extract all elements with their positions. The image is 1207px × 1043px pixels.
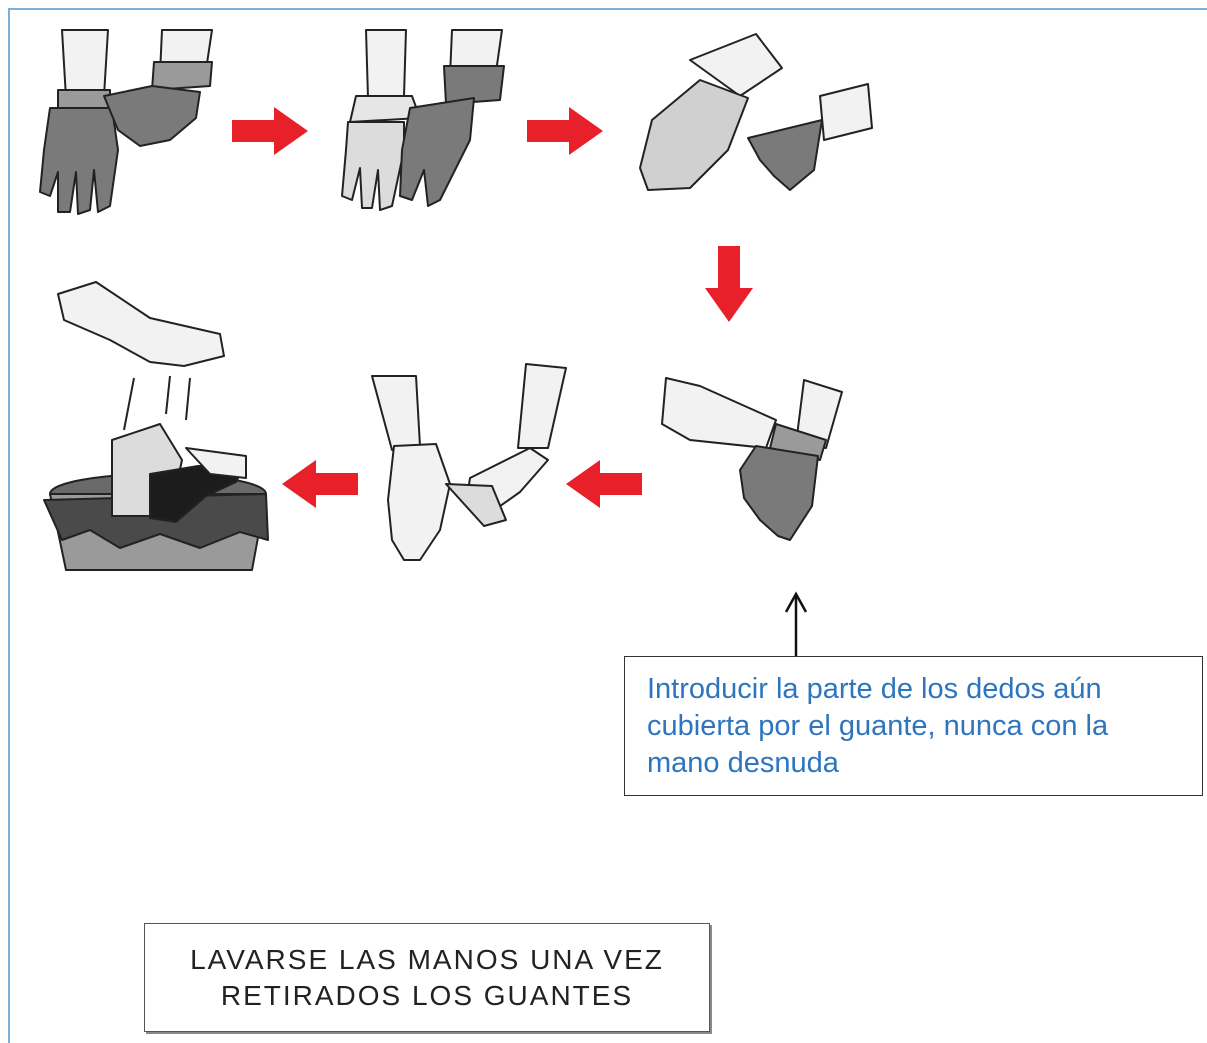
arrow-right-icon (527, 107, 603, 155)
arrow-left-icon (282, 460, 358, 508)
discard-gloves-in-bin-icon (43, 281, 269, 571)
peel-second-glove-icon (371, 363, 567, 561)
pointer-arrow-icon (784, 591, 808, 662)
pinch-glove-cuff-icon (39, 29, 213, 215)
arrow-left-icon (566, 460, 642, 508)
wash-hands-box: LAVARSE LAS MANOS UNA VEZ RETIRADOS LOS … (144, 923, 710, 1032)
wash-hands-text: LAVARSE LAS MANOS UNA VEZ RETIRADOS LOS … (190, 943, 664, 1011)
document-frame (8, 8, 1207, 1043)
arrow-right-icon (232, 107, 308, 155)
note-box: Introducir la parte de los dedos aún cub… (624, 656, 1203, 796)
arrow-down-icon (705, 246, 753, 322)
fingers-under-second-cuff-icon (661, 377, 843, 541)
hold-removed-glove-icon (639, 33, 873, 191)
note-text: Introducir la parte de los dedos aún cub… (647, 673, 1109, 779)
peel-glove-inside-out-icon (341, 29, 505, 211)
